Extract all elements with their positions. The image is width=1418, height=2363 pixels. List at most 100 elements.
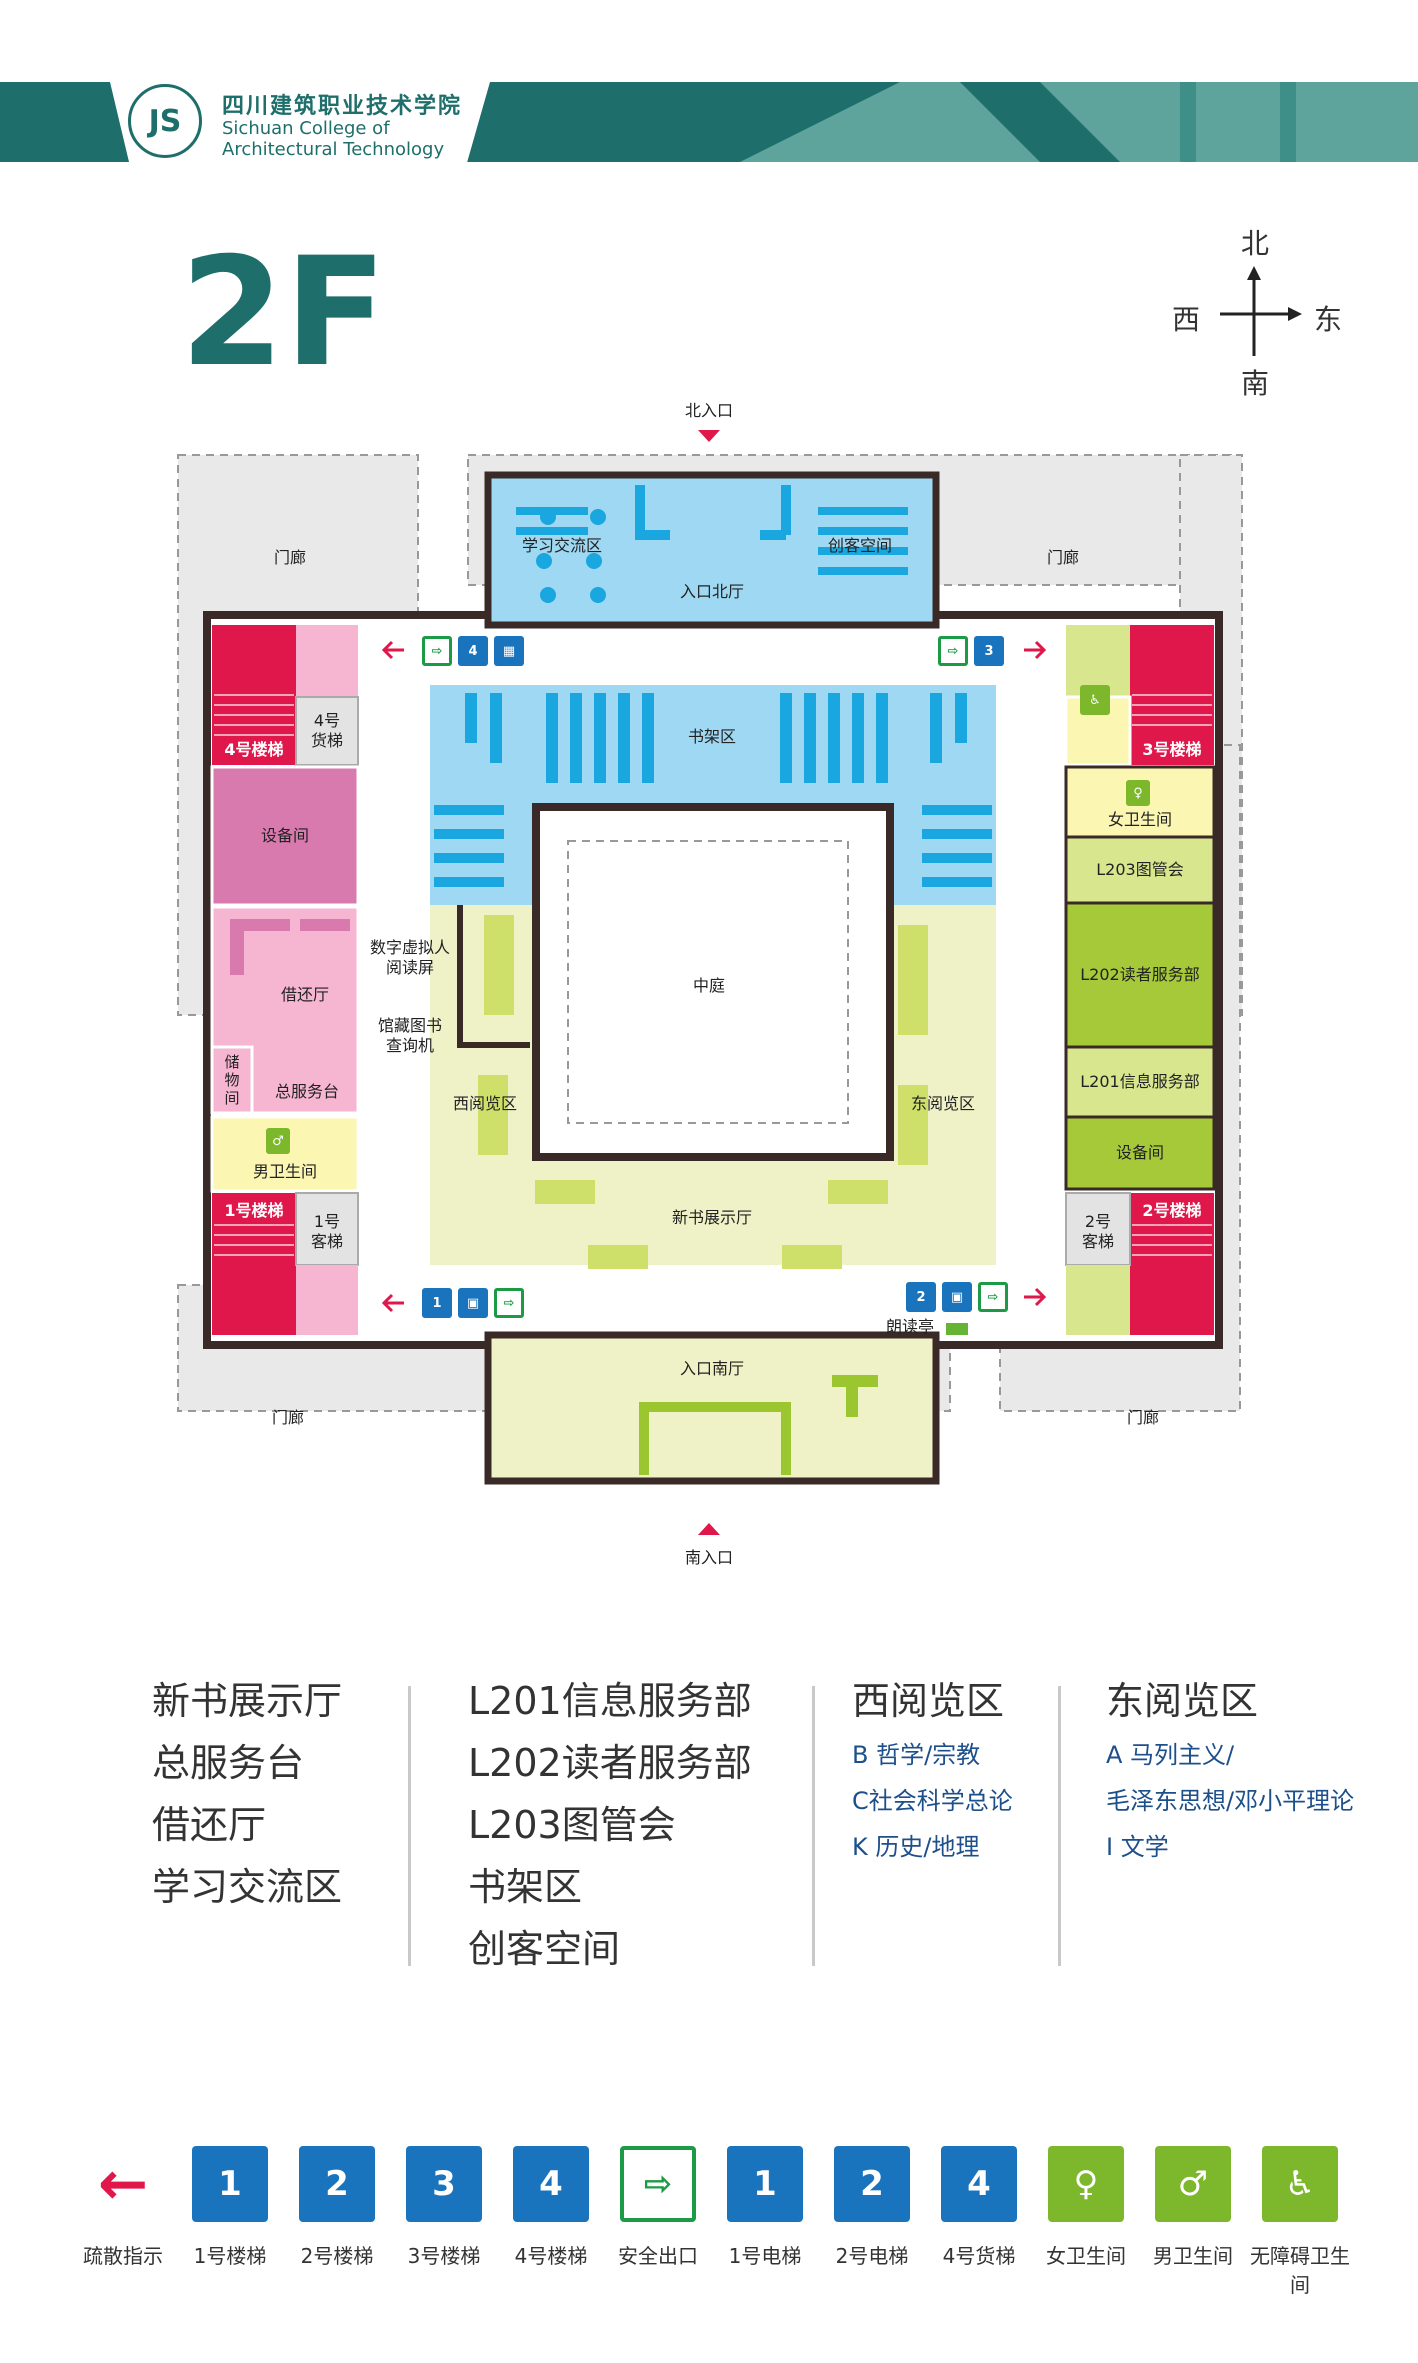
reading-pavilion-label: 朗读亭: [885, 1317, 935, 1336]
freight-elevator-4-icon: 4: [941, 2146, 1017, 2222]
portico-sw: 门廊: [271, 1408, 305, 1427]
stair-2-icon: 2: [299, 2146, 375, 2222]
stair-2-label: 2号楼梯: [1142, 1201, 1202, 1220]
icon-legend-item: 2 2号电梯: [817, 2146, 927, 2269]
icon-legend-item: ♂ 男卫生间: [1138, 2146, 1248, 2269]
legend-divider-1: [408, 1686, 411, 1966]
catalog-kiosk-label: 馆藏图书 查询机: [377, 1016, 443, 1055]
womens-wc-label: 女卫生间: [1107, 810, 1172, 829]
exit-sign-ne: ⇨: [938, 636, 968, 666]
legend-divider-2: [812, 1686, 815, 1966]
stair-1-label: 1号楼梯: [224, 1201, 284, 1220]
icon-legend-label: 安全出口: [618, 2244, 698, 2268]
exit-sign-se: ⇨: [978, 1282, 1008, 1312]
elevator-1-label: 1号 客梯: [310, 1212, 343, 1251]
compass-east: 东: [1314, 303, 1343, 336]
study-area-label: 学习交流区: [521, 536, 603, 555]
shelf-area-label: 书架区: [687, 727, 737, 746]
mens-wc-sign: ♂: [266, 1128, 290, 1154]
equipment-room-west-label: 设备间: [260, 826, 309, 845]
compass-arrows-icon: [1220, 266, 1302, 356]
icon-legend-item: 4 4号货梯: [924, 2146, 1034, 2269]
icon-legend-item: 3 3号楼梯: [389, 2146, 499, 2269]
icon-legend-label: 4号楼梯: [514, 2244, 588, 2268]
icon-legend-label: 男卫生间: [1153, 2244, 1233, 2268]
stair-1-sign: 1: [422, 1288, 452, 1318]
exit-sign-sw: ⇨: [494, 1288, 524, 1318]
new-book-hall-label: 新书展示厅: [671, 1208, 753, 1227]
icon-legend-label: 2号楼梯: [300, 2244, 374, 2268]
icon-legend-label: 无障碍卫生间: [1250, 2244, 1350, 2297]
maker-space-label: 创客空间: [827, 536, 893, 555]
compass-south: 南: [1241, 367, 1270, 400]
womens-restroom-icon: ♀: [1048, 2146, 1124, 2222]
south-hall-label: 入口南厅: [679, 1359, 745, 1378]
l203-label: L203图管会: [1096, 860, 1184, 879]
legend-divider-3: [1058, 1686, 1061, 1966]
freight-elevator-4-label: 4号 货梯: [310, 711, 343, 750]
portico-ne: 门廊: [1046, 548, 1080, 567]
stair-4-sign: 4: [458, 636, 488, 666]
womens-wc-sign: ♀: [1126, 780, 1150, 806]
icon-legend-item: ♿ 无障碍卫生间: [1245, 2146, 1355, 2298]
stair-3-icon: 3: [406, 2146, 482, 2222]
west-reading-label: 西阅览区: [452, 1094, 518, 1113]
floor-label: 2F: [180, 226, 387, 400]
stair-4-icon: 4: [513, 2146, 589, 2222]
exit-sign-nw: ⇨: [422, 636, 452, 666]
digital-screen-label: 数字虚拟人 阅读屏: [369, 938, 451, 977]
courtyard-label: 中庭: [692, 976, 726, 995]
icon-legend-label: 1号电梯: [728, 2244, 802, 2268]
north-hall-label: 入口北厅: [679, 582, 745, 601]
icon-legend-label: 1号楼梯: [193, 2244, 267, 2268]
icon-legend-item: ← 疏散指示: [68, 2146, 178, 2269]
mens-restroom-icon: ♂: [1155, 2146, 1231, 2222]
legend-col-4: 东阅览区 A 马列主义/ 毛泽东思想/邓小平理论 I 文学: [1106, 1679, 1355, 1861]
stair-3-sign: 3: [974, 636, 1004, 666]
icon-legend-item: 2 2号楼梯: [282, 2146, 392, 2269]
legend-col-2: L201信息服务部 L202读者服务部 L203图管会 书架区 创客空间: [468, 1679, 752, 1971]
storage-label: 储 物 间: [224, 1053, 240, 1107]
icon-legend-item: ♀女卫生间: [1031, 2146, 1141, 2269]
compass-west: 西: [1172, 303, 1201, 336]
elevator-1-icon: 1: [727, 2146, 803, 2222]
accessible-wc-sign: ♿: [1080, 685, 1110, 715]
stair-4-label: 4号楼梯: [224, 740, 284, 759]
elevator-2-sign: ▣: [942, 1282, 972, 1312]
stair-3-label: 3号楼梯: [1142, 740, 1202, 759]
service-desk-label: 总服务台: [274, 1082, 339, 1101]
elevator-1-sign: ▣: [458, 1288, 488, 1318]
header-decoration: [740, 82, 1418, 162]
icon-legend-label: 疏散指示: [83, 2244, 163, 2268]
east-reading-label: 东阅览区: [910, 1094, 976, 1113]
elevator-2-icon: 2: [834, 2146, 910, 2222]
college-logo-icon: JS: [128, 84, 202, 158]
icon-legend-item: 4 4号楼梯: [496, 2146, 606, 2269]
icon-legend-label: 2号电梯: [835, 2244, 909, 2268]
floor-plan: [177, 430, 1243, 1535]
north-entrance-label: 北入口: [684, 401, 734, 420]
south-entrance-label: 南入口: [684, 1548, 734, 1567]
lending-hall-label: 借还厅: [280, 985, 329, 1004]
icon-legend-label: 4号货梯: [942, 2244, 1016, 2268]
icon-legend-label: 3号楼梯: [407, 2244, 481, 2268]
icon-legend: ← 疏散指示 1 1号楼梯 2 2号楼梯 3 3号楼梯 4 4号楼梯 ⇨ 安全出口 1 1号电梯 2 2号电梯…: [68, 2146, 1358, 2297]
stair-2-sign: 2: [906, 1282, 936, 1312]
legend-col-1: 新书展示厅 总服务台 借还厅 学习交流区: [152, 1679, 343, 1909]
school-name-en: Sichuan College of Architectural Technol…: [222, 118, 445, 160]
l202-label: L202读者服务部: [1080, 965, 1200, 984]
equipment-room-east-label: 设备间: [1115, 1143, 1164, 1162]
legend-col-3: 西阅览区 B 哲学/宗教 C社会科学总论 K 历史/地理: [852, 1679, 1013, 1861]
evacuation-arrow-icon: ←: [97, 2149, 149, 2219]
stair-1-icon: 1: [192, 2146, 268, 2222]
icon-legend-item: ⇨ 安全出口: [603, 2146, 713, 2269]
portico-se: 门廊: [1126, 1408, 1160, 1427]
portico-nw: 门廊: [273, 548, 307, 567]
icon-legend-item: 1 1号电梯: [710, 2146, 820, 2269]
accessible-restroom-icon: ♿: [1262, 2146, 1338, 2222]
l201-label: L201信息服务部: [1080, 1072, 1200, 1091]
icon-legend-item: 1 1号楼梯: [175, 2146, 285, 2269]
school-name-cn: 四川建筑职业技术学院: [222, 94, 463, 119]
emergency-exit-icon: ⇨: [620, 2146, 696, 2222]
freight-4-sign: ▦: [494, 636, 524, 666]
